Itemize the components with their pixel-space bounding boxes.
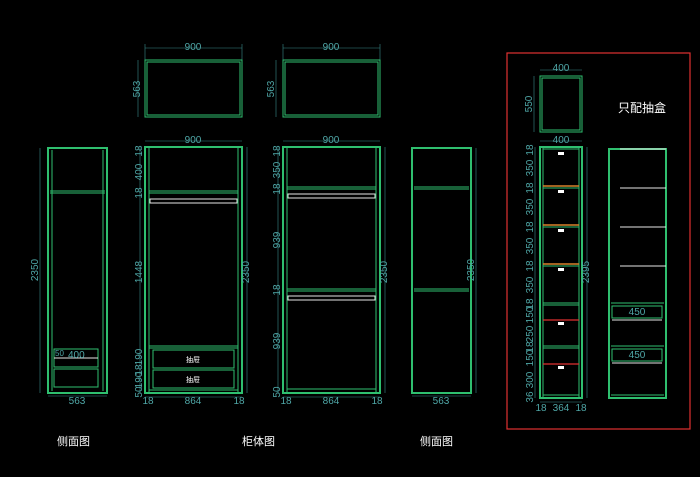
top-a-width: 900 — [185, 42, 202, 53]
narrow-bottom-0: 18 — [535, 403, 547, 414]
cabinet-b-dim-5: 939 — [272, 332, 283, 349]
cabinet-a-bottom-2: 18 — [233, 396, 245, 407]
narrow-dim-1: 350 — [525, 159, 536, 176]
narrow-dim-0: 18 — [525, 144, 536, 156]
narrow-cabinet: 400 18 350 18 350 18 350 18 350 1 — [525, 135, 592, 414]
drawer-label-1: 抽屉 — [186, 355, 200, 364]
cabinet-a: 900 抽屉 抽屉 18 400 18 1448 190 18 190 50 2… — [134, 135, 252, 407]
cabinet-b-width: 900 — [323, 135, 340, 146]
side-right-height: 2350 — [466, 258, 477, 281]
caption-side-view-right: 侧面图 — [420, 435, 453, 448]
narrow-dim-7: 350 — [525, 276, 536, 293]
narrow-dim-5: 350 — [525, 237, 536, 254]
narrow-dim-2: 18 — [525, 182, 536, 194]
cabinet-a-bottom-1: 864 — [185, 396, 202, 407]
narrow-top-depth: 550 — [524, 95, 535, 112]
cabinet-b: 900 18 350 18 939 18 939 50 2350 18 864 … — [272, 135, 390, 407]
top-view-b: 900 563 — [266, 42, 381, 118]
narrow-side-view: 450 450 — [608, 148, 667, 399]
cabinet-a-dim-4: 190 — [134, 348, 145, 365]
narrow-dim-9: 150 — [525, 306, 536, 323]
side-view-right: 2350 563 — [411, 147, 477, 407]
caption-cabinet-body: 柜体图 — [242, 434, 275, 448]
cabinet-b-bottom-2: 18 — [371, 396, 383, 407]
cabinet-b-dim-2: 18 — [272, 183, 283, 195]
narrow-dim-10: 250 — [525, 325, 536, 342]
cabinet-a-height: 2350 — [241, 260, 252, 283]
narrow-bottom-2: 18 — [575, 403, 587, 414]
drawer-box-note: 只配抽盒 — [618, 100, 666, 115]
narrow-width: 400 — [553, 135, 570, 146]
cabinet-b-dim-1: 350 — [272, 161, 283, 178]
narrow-dim-6: 18 — [525, 260, 536, 272]
narrow-dim-4: 18 — [525, 221, 536, 233]
narrow-dim-3: 350 — [525, 198, 536, 215]
narrow-bottom-1: 364 — [553, 403, 570, 414]
top-view-a: 900 563 — [132, 42, 243, 118]
side-view-left: 2350 400 50 563 — [30, 147, 108, 407]
highlight-frame — [506, 52, 691, 430]
side-left-drawer-width: 400 — [68, 350, 85, 361]
narrow-top-width: 400 — [553, 63, 570, 74]
drawer-box-width-2: 450 — [629, 350, 646, 361]
cabinet-b-dim-6: 50 — [272, 386, 283, 398]
top-b-width: 900 — [323, 42, 340, 53]
cabinet-a-dim-7: 50 — [134, 386, 145, 398]
cabinet-a-bottom-0: 18 — [142, 396, 154, 407]
cabinet-b-bottom-0: 18 — [280, 396, 292, 407]
caption-side-view-left: 侧面图 — [57, 435, 90, 448]
narrow-dim-13: 300 — [525, 371, 536, 388]
side-left-drawer-height: 50 — [55, 349, 64, 358]
cabinet-b-dim-4: 18 — [272, 284, 283, 296]
cabinet-a-dim-1: 400 — [134, 163, 145, 180]
top-b-depth: 563 — [266, 80, 277, 97]
cabinet-b-bottom-1: 864 — [323, 396, 340, 407]
top-a-depth: 563 — [132, 80, 143, 97]
side-left-height: 2350 — [30, 258, 41, 281]
narrow-top-view: 400 550 — [524, 63, 583, 133]
cabinet-a-dim-2: 18 — [134, 187, 145, 199]
side-left-depth: 563 — [69, 396, 86, 407]
narrow-dim-14: 36 — [525, 391, 536, 403]
cabinet-a-dim-6: 190 — [134, 371, 145, 388]
narrow-dim-11: 18 — [525, 341, 536, 353]
drawer-label-2: 抽屉 — [186, 375, 200, 384]
narrow-dim-8: 18 — [525, 298, 536, 310]
drawer-box-width-1: 450 — [629, 307, 646, 318]
cabinet-a-width: 900 — [185, 135, 202, 146]
cabinet-b-dim-0: 18 — [272, 145, 283, 157]
narrow-height: 2395 — [581, 260, 592, 283]
cabinet-a-dim-5: 18 — [134, 364, 145, 376]
cabinet-b-height: 2350 — [379, 260, 390, 283]
cabinet-a-dim-3: 1448 — [134, 260, 145, 283]
narrow-dim-12: 150 — [525, 349, 536, 366]
side-right-depth: 563 — [433, 396, 450, 407]
cabinet-a-dim-0: 18 — [134, 145, 145, 157]
cabinet-b-dim-3: 939 — [272, 231, 283, 248]
